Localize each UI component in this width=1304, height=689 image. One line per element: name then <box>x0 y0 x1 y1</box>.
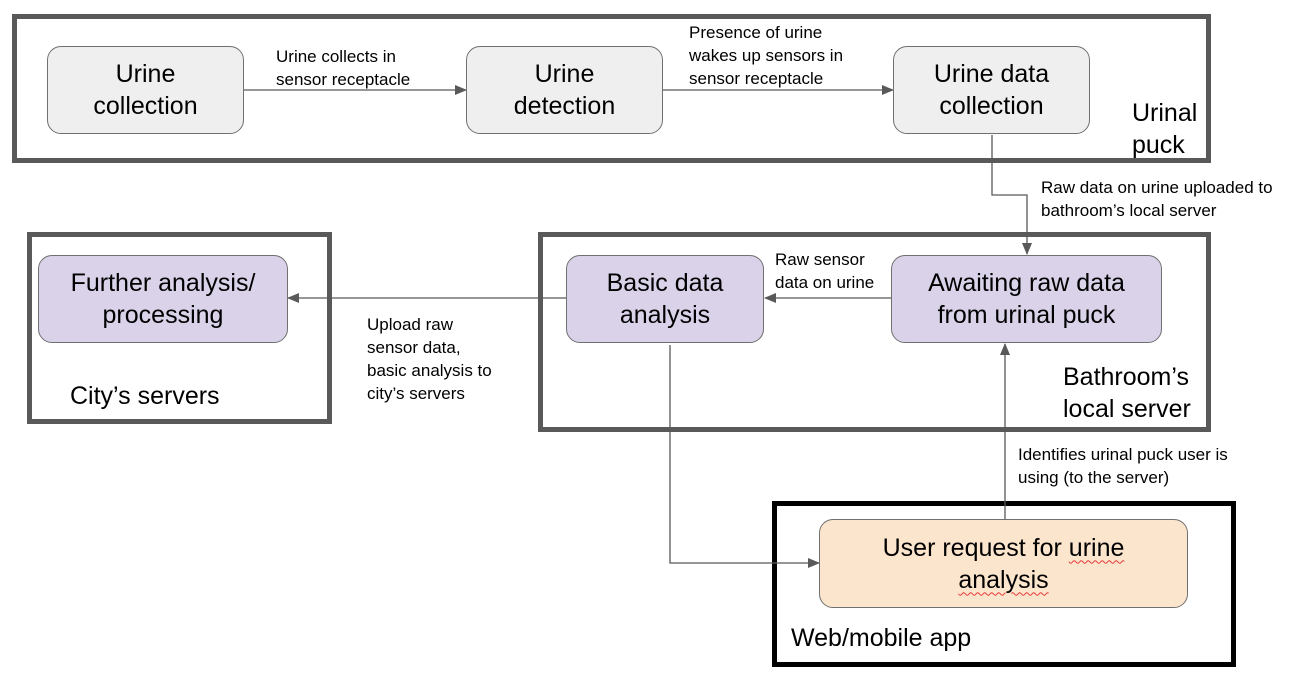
node-user-request: User request for urine analysis <box>819 519 1188 608</box>
edge-label-upload-city: Upload raw sensor data, basic analysis t… <box>367 315 492 403</box>
web-app-label: Web/mobile app <box>791 624 972 652</box>
arrow-basic-to-user-request <box>669 345 820 568</box>
user-request-word-urine: urine <box>1068 533 1125 562</box>
bathroom-server-container <box>538 232 1211 432</box>
bathroom-server-label: Bathroom’s local server <box>1063 363 1191 423</box>
urinal-puck-label: Urinal puck <box>1132 99 1198 159</box>
node-urine-collection: Urine collection <box>47 46 244 134</box>
node-awaiting-raw-data: Awaiting raw data from urinal puck <box>891 255 1162 343</box>
city-servers-container <box>27 232 332 424</box>
node-urine-data-collection: Urine data collection <box>893 46 1090 134</box>
user-request-text: User request for <box>882 533 1069 562</box>
city-servers-label: City’s servers <box>70 382 220 410</box>
edge-label-uploaded: Raw data on urine uploaded to bathroom’s… <box>1041 178 1273 220</box>
arrow-data-collection-to-awaiting <box>991 135 1032 255</box>
urinal-puck-container <box>12 14 1211 163</box>
web-app-container <box>772 501 1236 667</box>
node-urine-detection: Urine detection <box>466 46 663 134</box>
edge-label-raw-sensor: Raw sensor data on urine <box>775 250 875 292</box>
edge-label-wakes-sensors: Presence of urine wakes up sensors in se… <box>689 23 844 88</box>
user-request-line-2: analysis <box>958 564 1048 596</box>
user-request-line-1: User request for urine <box>883 532 1125 564</box>
node-further-analysis: Further analysis/ processing <box>38 255 288 343</box>
user-request-word-analysis: analysis <box>958 565 1049 594</box>
edge-label-identifies: Identifies urinal puck user is using (to… <box>1018 445 1228 487</box>
node-basic-data-analysis: Basic data analysis <box>566 255 764 343</box>
edge-label-collects: Urine collects in sensor receptacle <box>276 47 411 89</box>
